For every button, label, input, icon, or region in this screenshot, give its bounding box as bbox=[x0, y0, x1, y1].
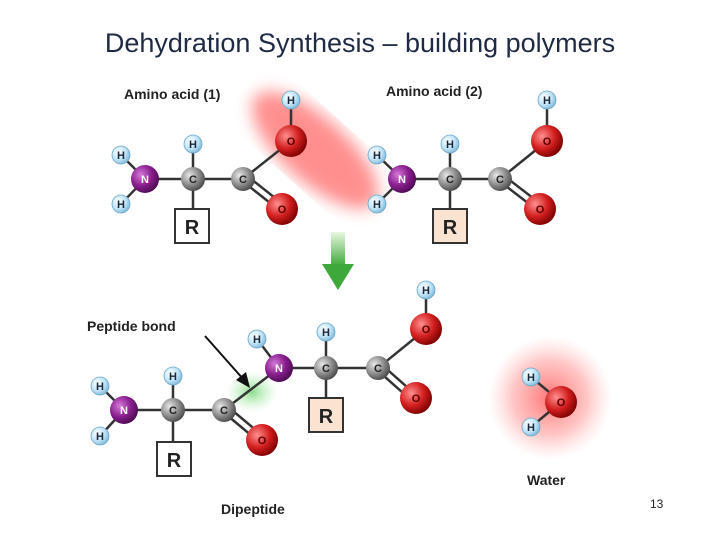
svg-text:H: H bbox=[322, 327, 330, 339]
hydrogen-atom: H bbox=[90, 426, 110, 446]
svg-text:H: H bbox=[527, 422, 535, 434]
slide-title: Dehydration Synthesis – building polymer… bbox=[104, 28, 616, 58]
side-chain-r-boxes: R R R R bbox=[156, 208, 468, 477]
r-label: R bbox=[185, 217, 200, 239]
removed-water-highlight bbox=[251, 91, 379, 209]
r-box-dipeptide-2: R bbox=[308, 397, 344, 433]
r-label: R bbox=[319, 406, 334, 428]
oxygen-atom: O bbox=[246, 424, 278, 456]
carbon-atom: C bbox=[161, 398, 185, 422]
hydrogen-atom: H bbox=[90, 376, 110, 396]
hydrogen-atom: H bbox=[163, 366, 183, 386]
amino-acid-1: H H N H C C O H O bbox=[111, 90, 307, 225]
hydrogen-atom: H bbox=[537, 90, 557, 110]
oxygen-atom: O bbox=[531, 125, 563, 157]
svg-text:C: C bbox=[322, 363, 330, 375]
r-box-amino-acid-2: R bbox=[432, 208, 468, 244]
reaction-arrow bbox=[322, 232, 354, 290]
oxygen-atom: O bbox=[410, 313, 442, 345]
svg-text:O: O bbox=[557, 397, 566, 409]
hydrogen-atom: H bbox=[281, 90, 301, 110]
water-label: Water bbox=[527, 472, 566, 488]
hydrogen-atom: H bbox=[440, 134, 460, 154]
peptide-bond-pointer bbox=[204, 335, 250, 388]
svg-text:O: O bbox=[543, 136, 552, 148]
hydrogen-atom: H bbox=[111, 145, 131, 165]
peptide-bond-label: Peptide bond bbox=[87, 318, 176, 334]
svg-text:C: C bbox=[189, 174, 197, 186]
svg-text:C: C bbox=[169, 405, 177, 417]
svg-text:O: O bbox=[536, 204, 545, 216]
nitrogen-atom: N bbox=[131, 165, 159, 193]
svg-text:H: H bbox=[543, 95, 551, 107]
svg-text:O: O bbox=[422, 324, 431, 336]
carbon-atom: C bbox=[438, 167, 462, 191]
svg-text:H: H bbox=[117, 150, 125, 162]
hydrogen-atom: H bbox=[367, 145, 387, 165]
svg-text:H: H bbox=[422, 285, 430, 297]
svg-text:H: H bbox=[189, 139, 197, 151]
svg-text:C: C bbox=[220, 405, 228, 417]
hydrogen-atom: H bbox=[111, 194, 131, 214]
svg-text:H: H bbox=[253, 334, 261, 346]
svg-text:H: H bbox=[96, 381, 104, 393]
amino-acid-2: H H N H C C O H O bbox=[367, 90, 563, 225]
dipeptide-label: Dipeptide bbox=[221, 501, 285, 517]
r-label: R bbox=[443, 217, 458, 239]
hydrogen-atom: H bbox=[521, 417, 541, 437]
svg-text:H: H bbox=[96, 431, 104, 443]
hydrogen-atom: H bbox=[416, 280, 436, 300]
svg-text:O: O bbox=[258, 435, 267, 447]
svg-text:N: N bbox=[120, 405, 128, 417]
svg-text:H: H bbox=[287, 95, 295, 107]
svg-text:H: H bbox=[446, 139, 454, 151]
svg-text:H: H bbox=[169, 371, 177, 383]
oxygen-atom: O bbox=[266, 193, 298, 225]
nitrogen-atom: N bbox=[388, 165, 416, 193]
carbon-atom: C bbox=[181, 167, 205, 191]
carbon-atom: C bbox=[231, 167, 255, 191]
svg-text:N: N bbox=[141, 174, 149, 186]
carbon-atom: C bbox=[366, 356, 390, 380]
amino-acid-1-label: Amino acid (1) bbox=[124, 86, 220, 102]
amino-acid-2-label: Amino acid (2) bbox=[386, 83, 482, 99]
svg-text:H: H bbox=[527, 372, 535, 384]
hydrogen-atom: H bbox=[183, 134, 203, 154]
svg-text:H: H bbox=[117, 199, 125, 211]
carbon-atom: C bbox=[314, 356, 338, 380]
svg-text:O: O bbox=[278, 204, 287, 216]
hydrogen-atom: H bbox=[247, 329, 267, 349]
svg-text:O: O bbox=[287, 136, 296, 148]
svg-text:H: H bbox=[373, 199, 381, 211]
oxygen-atom: O bbox=[524, 193, 556, 225]
page-number: 13 bbox=[650, 497, 664, 511]
peptide-bond-glow bbox=[226, 372, 278, 412]
nitrogen-atom: N bbox=[110, 396, 138, 424]
r-box-dipeptide-1: R bbox=[156, 441, 192, 477]
svg-text:N: N bbox=[275, 363, 283, 375]
svg-text:N: N bbox=[398, 174, 406, 186]
svg-text:C: C bbox=[446, 174, 454, 186]
svg-text:H: H bbox=[373, 150, 381, 162]
svg-text:C: C bbox=[239, 174, 247, 186]
carbon-atom: C bbox=[488, 167, 512, 191]
oxygen-atom: O bbox=[545, 386, 577, 418]
svg-text:C: C bbox=[374, 363, 382, 375]
hydrogen-atom: H bbox=[367, 194, 387, 214]
hydrogen-atom: H bbox=[521, 367, 541, 387]
svg-text:C: C bbox=[496, 174, 504, 186]
nitrogen-atom: N bbox=[265, 354, 293, 382]
r-box-amino-acid-1: R bbox=[174, 208, 210, 244]
r-label: R bbox=[167, 450, 182, 472]
oxygen-atom: O bbox=[400, 382, 432, 414]
hydrogen-atom: H bbox=[316, 322, 336, 342]
svg-text:O: O bbox=[412, 393, 421, 405]
carbon-atom: C bbox=[212, 398, 236, 422]
dipeptide-molecule: H H N H C C O H N H C C O H O bbox=[90, 280, 442, 456]
oxygen-atom: O bbox=[275, 125, 307, 157]
water-molecule: H H O bbox=[521, 367, 577, 437]
